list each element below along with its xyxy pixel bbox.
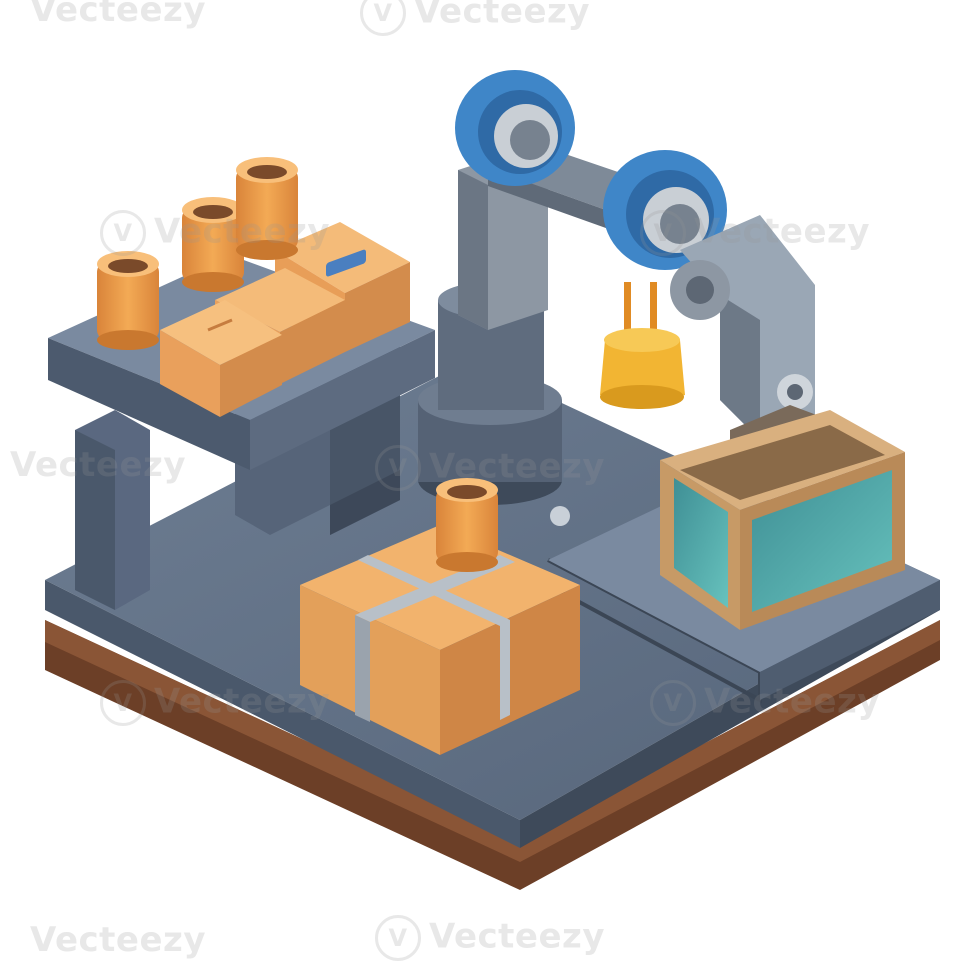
stacked-boxes	[160, 222, 410, 417]
cup-items	[97, 157, 298, 350]
joint-ring-right	[603, 150, 727, 270]
label-icon	[326, 249, 366, 277]
cup-3	[236, 157, 298, 260]
cup-1	[97, 251, 159, 350]
joint-ring-left	[455, 70, 575, 186]
glass-crate	[660, 410, 905, 630]
parcel-box	[300, 478, 580, 755]
cup-on-parcel	[436, 478, 498, 572]
bolt-icon	[550, 506, 570, 526]
gripper	[600, 282, 685, 409]
cup-2	[182, 197, 244, 292]
